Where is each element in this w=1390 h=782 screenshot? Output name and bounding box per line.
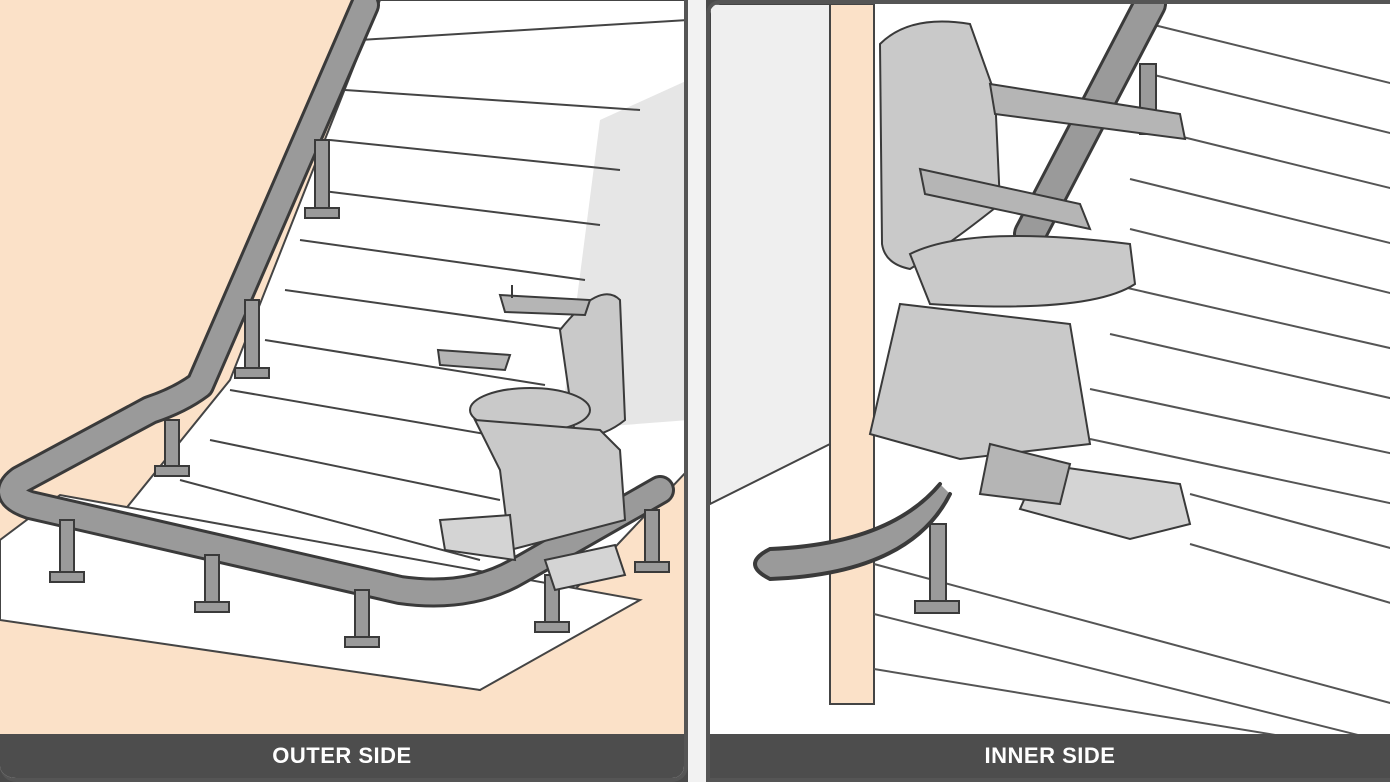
outer-side-caption: OUTER SIDE (0, 734, 684, 778)
inner-side-illustration (710, 4, 1390, 745)
stairlift-chair (868, 20, 1192, 541)
stairlift-chair (436, 285, 627, 592)
staircase (873, 23, 1390, 745)
wall (829, 4, 875, 705)
rail-posts (49, 139, 670, 648)
outer-side-illustration (0, 0, 684, 740)
inner-side-caption: INNER SIDE (710, 734, 1390, 778)
side-wall (710, 4, 831, 506)
panel-divider (688, 0, 706, 782)
inner-side-panel: INNER SIDE (706, 0, 1390, 782)
outer-side-panel: OUTER SIDE (0, 0, 688, 782)
stair-rail (0, 0, 675, 608)
